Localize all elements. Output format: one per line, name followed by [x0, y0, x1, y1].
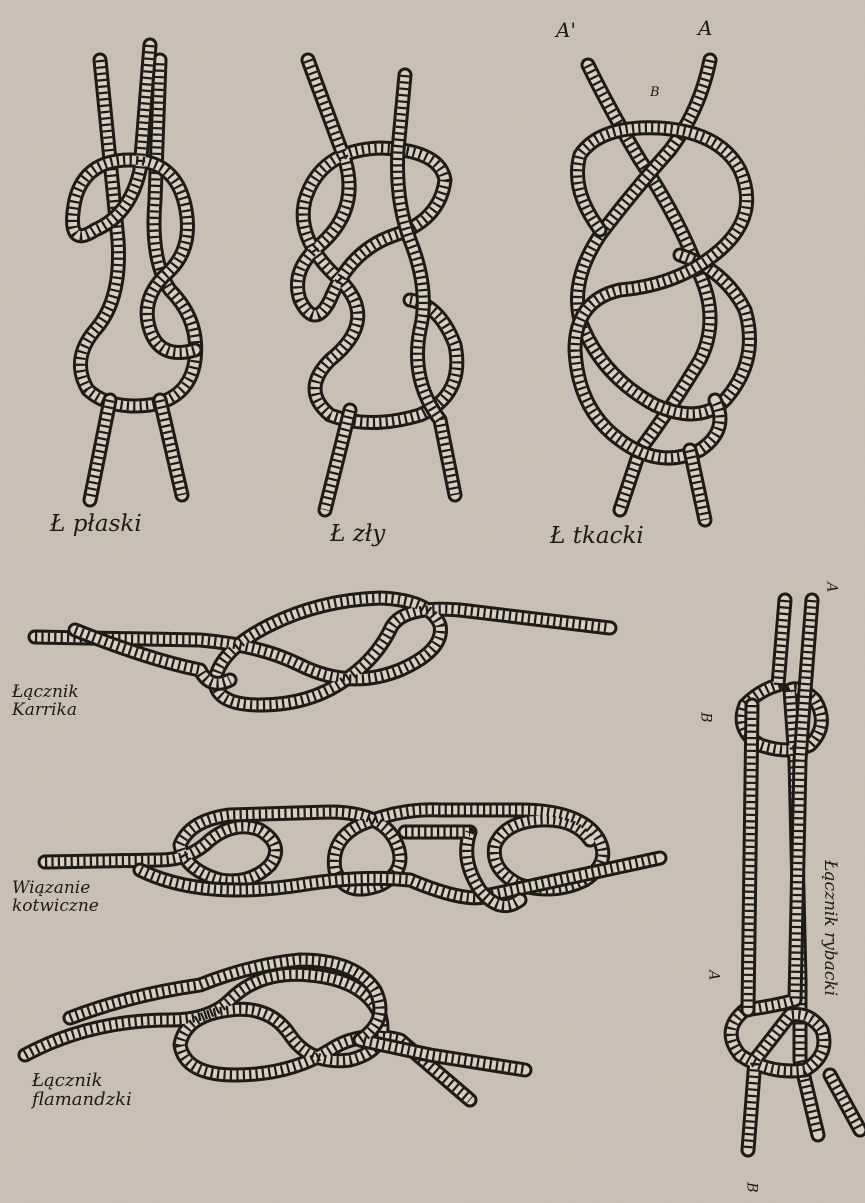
carrick-bend-label: Łącznik Karrika — [12, 684, 79, 720]
cable-knot-label: Wiązanie kotwiczne — [12, 880, 99, 916]
flemish-bend-label: Łącznik flamandzki — [32, 1072, 132, 1110]
end-mark-b: B — [650, 86, 660, 100]
fisherman-end-a-bottom: A — [706, 970, 721, 980]
weaver-knot-label: Ł tkacki — [550, 524, 644, 548]
fisherman-end-b-bottom: B — [744, 1182, 759, 1192]
fisherman-end-a-top: A — [824, 582, 839, 592]
bad-knot-label: Ł zły — [330, 522, 385, 546]
fisherman-knot-label: Łącznik rybacki — [820, 860, 838, 996]
fisherman-end-b-top: B — [698, 712, 713, 722]
flat-knot-label: Ł płaski — [50, 512, 142, 536]
end-mark-a-prime: A' — [556, 20, 576, 41]
end-mark-a: A — [698, 18, 712, 39]
